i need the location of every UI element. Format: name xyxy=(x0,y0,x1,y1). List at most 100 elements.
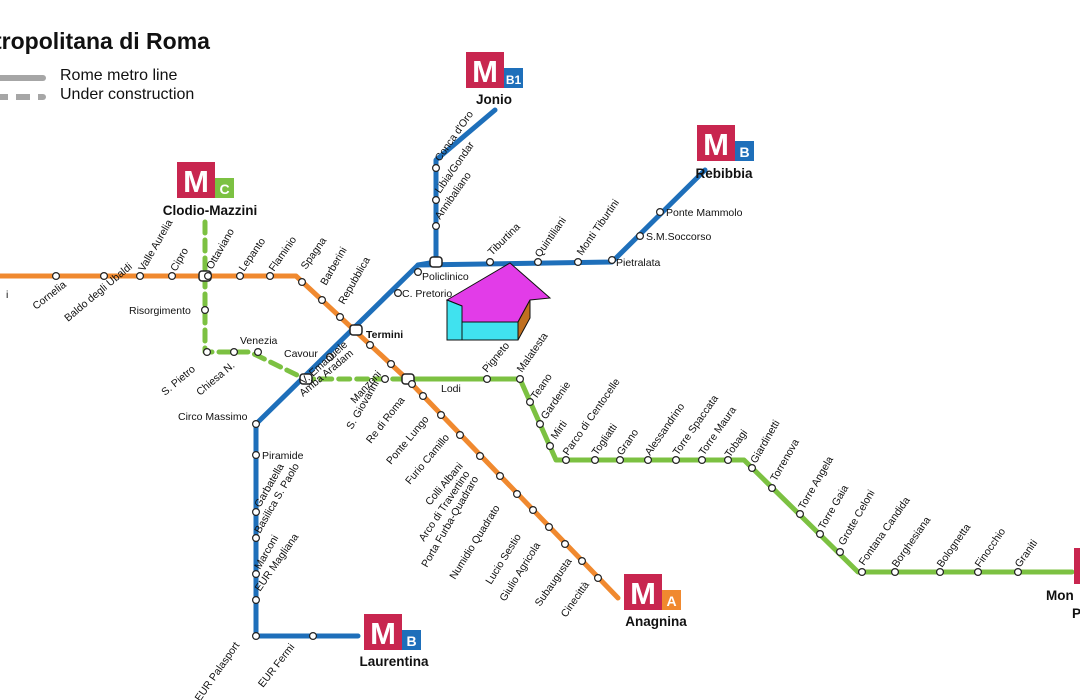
station-dot xyxy=(767,484,776,493)
station-dot xyxy=(643,456,652,465)
station-dot xyxy=(394,289,403,298)
arrow-dark-face xyxy=(517,299,531,341)
line-badge xyxy=(215,178,234,198)
station-label: Barberini xyxy=(318,245,349,287)
line-badge xyxy=(662,590,681,610)
station-dot xyxy=(419,392,428,401)
station-dot xyxy=(252,595,261,604)
station-dot xyxy=(437,411,446,420)
station-dot xyxy=(414,268,423,277)
station-dot xyxy=(512,490,521,499)
station-label: Cornelia xyxy=(30,279,68,313)
station-label: Cinecittà xyxy=(559,579,592,619)
station-label-termini: Termini xyxy=(366,329,403,341)
station-label-lodi: Lodi xyxy=(441,383,461,395)
line-badge xyxy=(504,68,523,88)
station-label: Risorgimento xyxy=(129,305,191,317)
station-label: Graniti xyxy=(1013,537,1041,569)
station-dot xyxy=(432,222,441,231)
station-label: Bolognetta xyxy=(935,522,974,570)
station-dot xyxy=(201,306,210,315)
station-dot xyxy=(815,529,824,538)
metro-logo-icon xyxy=(624,574,662,610)
stations-layer xyxy=(51,164,1022,640)
interchange-termini xyxy=(349,324,363,336)
station-dot xyxy=(252,420,261,429)
metro-logo-icon xyxy=(697,125,735,161)
station-label: Mirti xyxy=(549,419,570,442)
station-dot xyxy=(857,567,866,576)
metro-logo-icon xyxy=(466,52,504,88)
station-label: Circo Massimo xyxy=(178,411,248,423)
station-dot xyxy=(747,464,756,473)
line-b1 xyxy=(415,107,498,268)
legend-label: Under construction xyxy=(60,86,195,103)
terminus-name: Rebibbia xyxy=(695,166,752,181)
station-dot xyxy=(533,258,542,267)
station-dot xyxy=(671,456,680,465)
line-badge-label: A xyxy=(666,593,676,609)
station-dot xyxy=(168,272,177,281)
metro-logo-icon xyxy=(1074,548,1080,584)
metro-logo-letter: M xyxy=(183,164,209,199)
station-dot xyxy=(635,232,644,241)
line-badge-label: B1 xyxy=(506,73,522,87)
station-label: Ponte Mammolo xyxy=(666,207,743,219)
station-dot xyxy=(204,272,213,281)
station-dot xyxy=(298,278,307,287)
station-dot xyxy=(252,631,261,640)
station-label: Ottaviano xyxy=(204,226,237,271)
station-dot xyxy=(254,348,263,357)
location-arrow xyxy=(445,262,552,341)
station-dot xyxy=(835,547,844,556)
station-dot xyxy=(486,258,495,267)
station-dot xyxy=(318,296,327,305)
station-dot xyxy=(203,348,212,357)
legend-item-metro-line: Rome metro line xyxy=(0,67,214,87)
station-label: Cipro xyxy=(168,246,191,274)
station-label: S. Pietro xyxy=(159,363,198,398)
station-label: Tiburtina xyxy=(486,221,523,258)
station-dot xyxy=(590,456,599,465)
legend-label: Rome metro line xyxy=(60,67,178,84)
interchange-bologna xyxy=(429,256,443,268)
station-label: Cavour xyxy=(284,348,318,360)
station-dot xyxy=(560,539,569,548)
station-label: Lepanto xyxy=(237,236,269,274)
station-dot xyxy=(387,360,396,369)
station-dot xyxy=(795,510,804,519)
station-dot xyxy=(483,375,492,384)
station-label: Baldo degli Ubaldi xyxy=(62,261,135,325)
station-dot xyxy=(973,567,982,576)
station-dot xyxy=(593,573,602,582)
station-dot xyxy=(544,522,553,531)
station-dot xyxy=(252,508,261,517)
station-dot xyxy=(561,456,570,465)
terminus-name: Clodio-Mazzini xyxy=(163,203,258,218)
station-dot xyxy=(456,431,465,440)
station-label: S.M.Soccorso xyxy=(646,231,712,243)
station-dot xyxy=(476,452,485,461)
station-dot xyxy=(99,272,108,281)
line-b xyxy=(253,167,708,639)
terminus-name: Laurentina xyxy=(359,654,429,669)
station-label: Tobagi xyxy=(723,427,751,459)
station-dot xyxy=(697,456,706,465)
station-label: Flaminio xyxy=(267,234,300,274)
station-dot xyxy=(515,375,524,384)
station-label: Giardinetti xyxy=(748,418,782,465)
metro-logo-letter: M xyxy=(630,576,656,611)
station-label: Grano xyxy=(615,427,642,458)
interchange-colosseo xyxy=(299,373,313,385)
station-dot xyxy=(230,348,239,357)
station-label: Finocchio xyxy=(973,526,1009,570)
station-dot xyxy=(528,506,537,515)
station-dot xyxy=(326,353,335,362)
line-badge xyxy=(735,141,754,161)
station-label: i xyxy=(6,289,8,301)
station-dot xyxy=(432,164,441,173)
